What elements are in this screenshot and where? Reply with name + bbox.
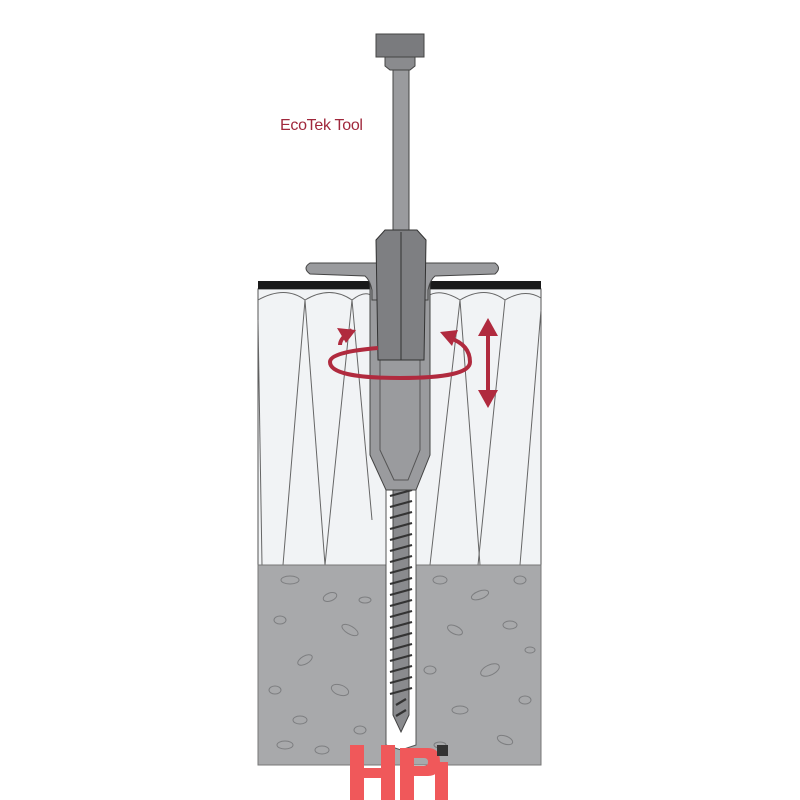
screw-thread: [389, 521, 413, 531]
hpi-logo: [350, 745, 448, 800]
screw-thread: [389, 543, 413, 553]
tool-label: EcoTek Tool: [280, 117, 363, 134]
screw-thread: [389, 609, 413, 619]
screw-thread: [389, 642, 413, 652]
screw-thread: [389, 554, 413, 564]
vertical-movement-arrow-icon: [478, 318, 498, 408]
screw-thread: [389, 631, 413, 641]
screw-thread: [389, 488, 413, 498]
screw-thread: [389, 587, 413, 597]
screw-thread: [389, 576, 413, 586]
screw-thread: [389, 499, 413, 509]
screw-thread: [395, 709, 407, 717]
rotation-arrow-icon: [327, 328, 473, 381]
screw-thread: [389, 532, 413, 542]
screw-thread: [389, 653, 413, 663]
screw-thread: [389, 510, 413, 520]
screw-thread: [389, 664, 413, 674]
screw-thread: [395, 698, 407, 706]
screw-thread: [389, 565, 413, 575]
screw-thread: [389, 675, 413, 685]
screw-thread: [389, 620, 413, 630]
screw-thread: [389, 598, 413, 608]
screw-thread: [389, 686, 413, 696]
ecotek-tool: [375, 33, 427, 361]
